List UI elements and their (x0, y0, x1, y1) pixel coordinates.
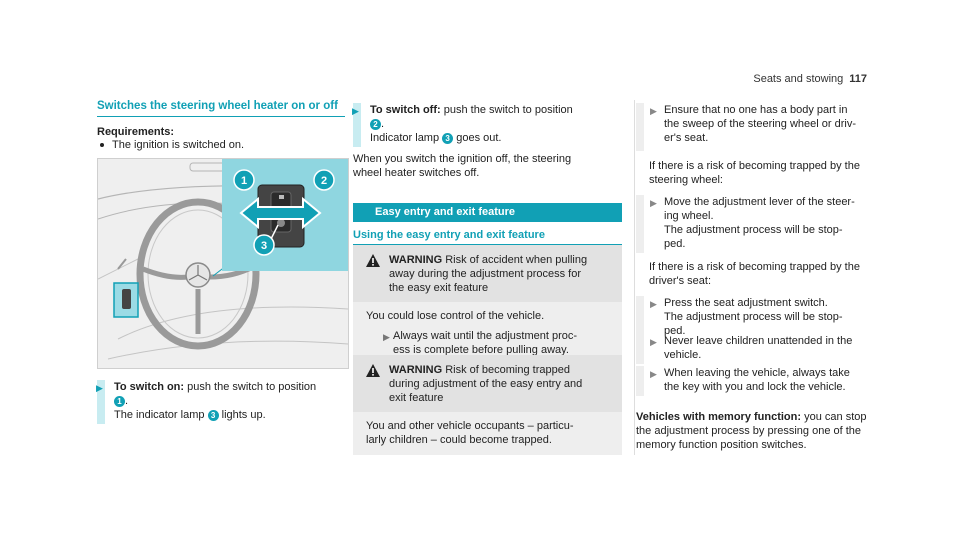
position-number: 1 (114, 395, 125, 407)
period: . (125, 395, 129, 407)
step-text: To switch off: push the switch to positi… (370, 103, 573, 145)
period: . (381, 118, 385, 130)
warning-header: WARNING Risk of accident when pulling aw… (353, 245, 622, 302)
warning-body: You and other vehicle occupants – partic… (366, 420, 574, 446)
step-bar (353, 103, 361, 147)
illustration-svg: 1 2 3 (98, 159, 348, 360)
step-arrow-icon: ▶ (650, 198, 657, 208)
step-arrow-icon: ▶ (383, 332, 390, 342)
step-arrow-icon: ▶ (650, 299, 657, 309)
step-arrow-icon: ▶ (96, 383, 103, 393)
step-text: Never leave children unattended in the v… (664, 335, 853, 361)
step-bar (97, 380, 105, 424)
step-bar (636, 334, 644, 364)
requirement-item: The ignition is switched on. (100, 139, 244, 151)
position-number: 2 (370, 118, 381, 130)
step-label: To switch off: (370, 104, 441, 116)
callout-3: 3 (261, 240, 267, 252)
requirements-heading: Requirements: (97, 126, 175, 138)
indicator-result: lights up. (221, 409, 266, 421)
step-take-key: ▶ When leaving the vehicle, always take … (636, 366, 890, 396)
warning-box-trapped: WARNING Risk of becoming trapped during … (353, 355, 622, 455)
trapped-wheel-paragraph: If there is a risk of becoming trapped b… (649, 160, 860, 186)
step-text: Press the seat adjustment switch. The ad… (664, 297, 843, 337)
warning-label: WARNING (389, 364, 443, 376)
step-arrow-icon: ▶ (650, 369, 657, 379)
warning-box-accident: WARNING Risk of accident when pulling aw… (353, 245, 622, 365)
section-name: Seats and stowing (753, 73, 844, 85)
warning-step: ▶ Always wait until the adjustment proc-… (383, 330, 578, 356)
indicator-text: Indicator lamp (370, 132, 440, 144)
memory-function-paragraph: Vehicles with memory function: you can s… (636, 411, 867, 451)
step-text: To switch on: push the switch to positio… (114, 380, 316, 422)
step-switch-on: ▶ To switch on: push the switch to posit… (96, 380, 347, 424)
bullet-icon (100, 143, 104, 148)
double-arrow-icon (239, 196, 322, 230)
callout-1: 1 (241, 175, 247, 187)
step-bar (636, 296, 644, 340)
lamp-number: 3 (442, 132, 454, 144)
step-instruction: push the switch to position (187, 381, 317, 393)
step-never-leave-children: ▶ Never leave children unattended in the… (636, 334, 890, 364)
step-instruction: push the switch to position (443, 104, 573, 116)
running-header: Seats and stowing 117 (753, 73, 867, 85)
warning-header: WARNING Risk of becoming trapped during … (353, 355, 622, 412)
warning-label: WARNING (389, 254, 443, 266)
step-text: When leaving the vehicle, always take th… (664, 367, 850, 393)
warning-body: You could lose control of the vehicle. ▶… (353, 302, 622, 365)
step-bar (636, 195, 644, 253)
steering-wheel-illustration: 1 2 3 (97, 158, 349, 369)
indicator-result: goes out. (456, 132, 502, 144)
step-text: Ensure that no one has a body part in th… (664, 104, 856, 144)
ignition-off-paragraph: When you switch the ignition off, the st… (353, 153, 572, 179)
column-divider (634, 100, 635, 455)
section-title: Switches the steering wheel heater on or… (97, 100, 345, 117)
step-ensure-clear: ▶ Ensure that no one has a body part in … (636, 103, 890, 151)
subsection-heading: Using the easy entry and exit feature (353, 229, 622, 245)
indicator-text: The indicator lamp (114, 409, 205, 421)
requirement-text: The ignition is switched on. (112, 139, 245, 151)
step-bar (636, 103, 644, 151)
step-arrow-icon: ▶ (650, 106, 657, 116)
trapped-seat-paragraph: If there is a risk of becoming trapped b… (649, 261, 860, 287)
step-move-lever: ▶ Move the adjustment lever of the steer… (636, 195, 890, 253)
step-switch-off: ▶ To switch off: push the switch to posi… (352, 103, 622, 147)
step-bar (636, 366, 644, 396)
callout-2: 2 (321, 175, 327, 187)
warning-triangle-icon (366, 254, 380, 267)
section-banner: Easy entry and exit feature (353, 203, 622, 222)
memory-label: Vehicles with memory function: (636, 411, 802, 423)
step-label: To switch on: (114, 381, 185, 393)
warning-triangle-icon (366, 364, 380, 377)
step-arrow-icon: ▶ (352, 106, 359, 116)
step-arrow-icon: ▶ (650, 337, 657, 347)
lamp-number: 3 (207, 409, 219, 421)
page-number: 117 (849, 73, 867, 85)
step-text: Move the adjustment lever of the steer- … (664, 196, 855, 250)
step-press-switch: ▶ Press the seat adjustment switch. The … (636, 296, 890, 340)
